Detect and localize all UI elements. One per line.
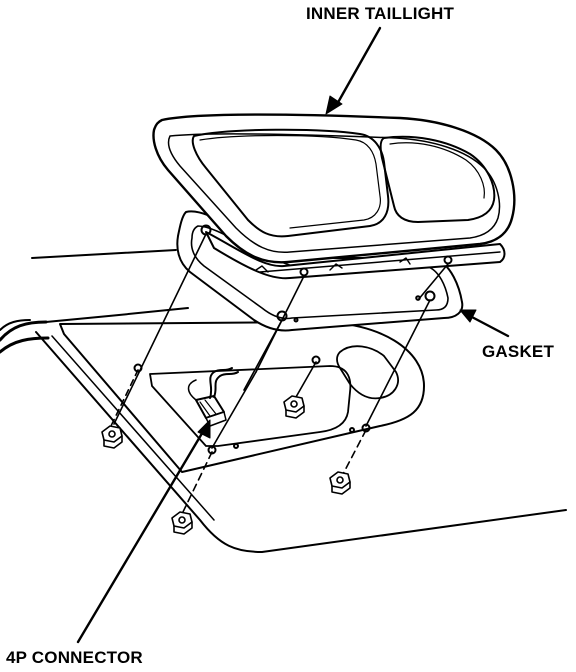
hex-nut xyxy=(283,395,305,419)
hex-nut xyxy=(329,471,351,495)
4p-connector xyxy=(187,367,239,427)
leader-arrow-connector xyxy=(76,419,211,644)
leader-arrow-taillight xyxy=(325,26,382,115)
alignment-lines xyxy=(109,233,449,515)
inner-taillight xyxy=(152,113,516,280)
hex-nut xyxy=(101,425,123,449)
leader-arrow-gasket xyxy=(459,309,510,338)
hex-nut xyxy=(171,511,193,535)
inner-taillight-label: INNER TAILLIGHT xyxy=(306,4,455,23)
gasket-label: GASKET xyxy=(482,342,555,361)
connector-label: 4P CONNECTOR xyxy=(6,648,143,667)
